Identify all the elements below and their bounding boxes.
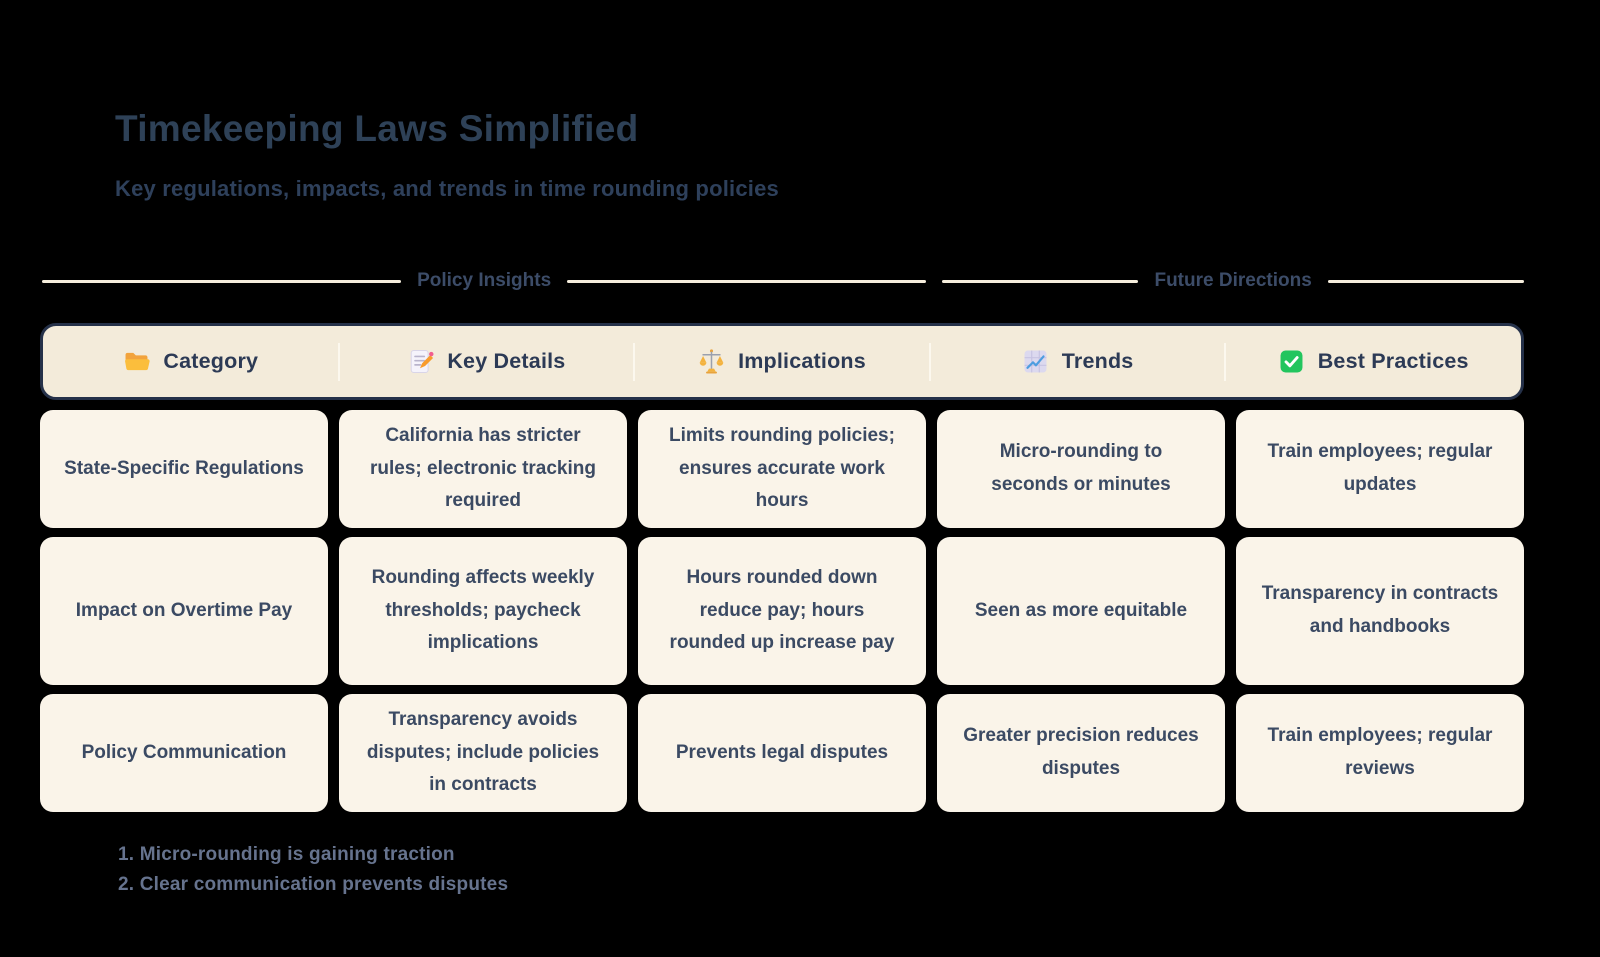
table-cell: Policy Communication — [40, 694, 328, 812]
column-header-label: Category — [163, 349, 259, 373]
divider-line — [1327, 279, 1524, 283]
table-cell: Limits rounding policies; ensures accura… — [638, 410, 926, 528]
table-cell: Rounding affects weekly thresholds; payc… — [339, 537, 627, 685]
table-cell: Prevents legal disputes — [638, 694, 926, 812]
column-header-label: Best Practices — [1317, 349, 1469, 373]
table-header-row: Category Key Details Implication — [40, 323, 1524, 400]
scales-icon — [699, 349, 724, 374]
takeaway-note: 2. Clear communication prevents disputes — [118, 874, 509, 895]
column-header-best-practices: Best Practices — [1225, 326, 1521, 397]
divider-line — [942, 279, 1139, 283]
column-header-trends: Trends — [930, 326, 1226, 397]
folder-icon — [125, 352, 151, 371]
page-subtitle: Key regulations, impacts, and trends in … — [115, 176, 779, 201]
column-header-label: Trends — [1061, 349, 1134, 373]
column-header-label: Key Details — [447, 349, 566, 373]
table-cell: Micro-rounding to seconds or minutes — [937, 410, 1225, 528]
section-labels-row: Policy Insights Future Directions — [42, 270, 1524, 292]
memo-icon — [411, 350, 434, 373]
table-cell: Train employees; regular reviews — [1236, 694, 1524, 812]
table-cell: Transparency avoids disputes; include po… — [339, 694, 627, 812]
column-header-label: Implications — [738, 349, 866, 373]
table-cell: State-Specific Regulations — [40, 410, 328, 528]
section-label-left: Policy Insights — [417, 270, 552, 291]
column-header-category: Category — [43, 326, 339, 397]
table-row: Impact on Overtime Pay Rounding affects … — [40, 537, 1524, 685]
table-cell: Impact on Overtime Pay — [40, 537, 328, 685]
table-row: State-Specific Regulations California ha… — [40, 410, 1524, 528]
chart-increasing-icon — [1024, 350, 1047, 373]
divider-line — [567, 279, 927, 283]
page-title: Timekeeping Laws Simplified — [115, 108, 639, 149]
section-label-right: Future Directions — [1154, 270, 1312, 291]
table-cell: Greater precision reduces disputes — [937, 694, 1225, 812]
check-mark-icon — [1280, 350, 1303, 373]
section-future-directions: Future Directions — [942, 270, 1524, 292]
table-cell: Transparency in contracts and handbooks — [1236, 537, 1524, 685]
table-cell: Train employees; regular updates — [1236, 410, 1524, 528]
table-cell: Hours rounded down reduce pay; hours rou… — [638, 537, 926, 685]
divider-line — [42, 279, 402, 283]
column-header-implications: Implications — [634, 326, 930, 397]
takeaway-note: 1. Micro-rounding is gaining traction — [118, 844, 455, 865]
table-cell: Seen as more equitable — [937, 537, 1225, 685]
table-row: Policy Communication Transparency avoids… — [40, 694, 1524, 812]
section-policy-insights: Policy Insights — [42, 270, 927, 292]
table-cell: California has stricter rules; electroni… — [339, 410, 627, 528]
column-header-key-details: Key Details — [339, 326, 635, 397]
key-takeaways: 1. Micro-rounding is gaining traction 2.… — [118, 840, 508, 900]
